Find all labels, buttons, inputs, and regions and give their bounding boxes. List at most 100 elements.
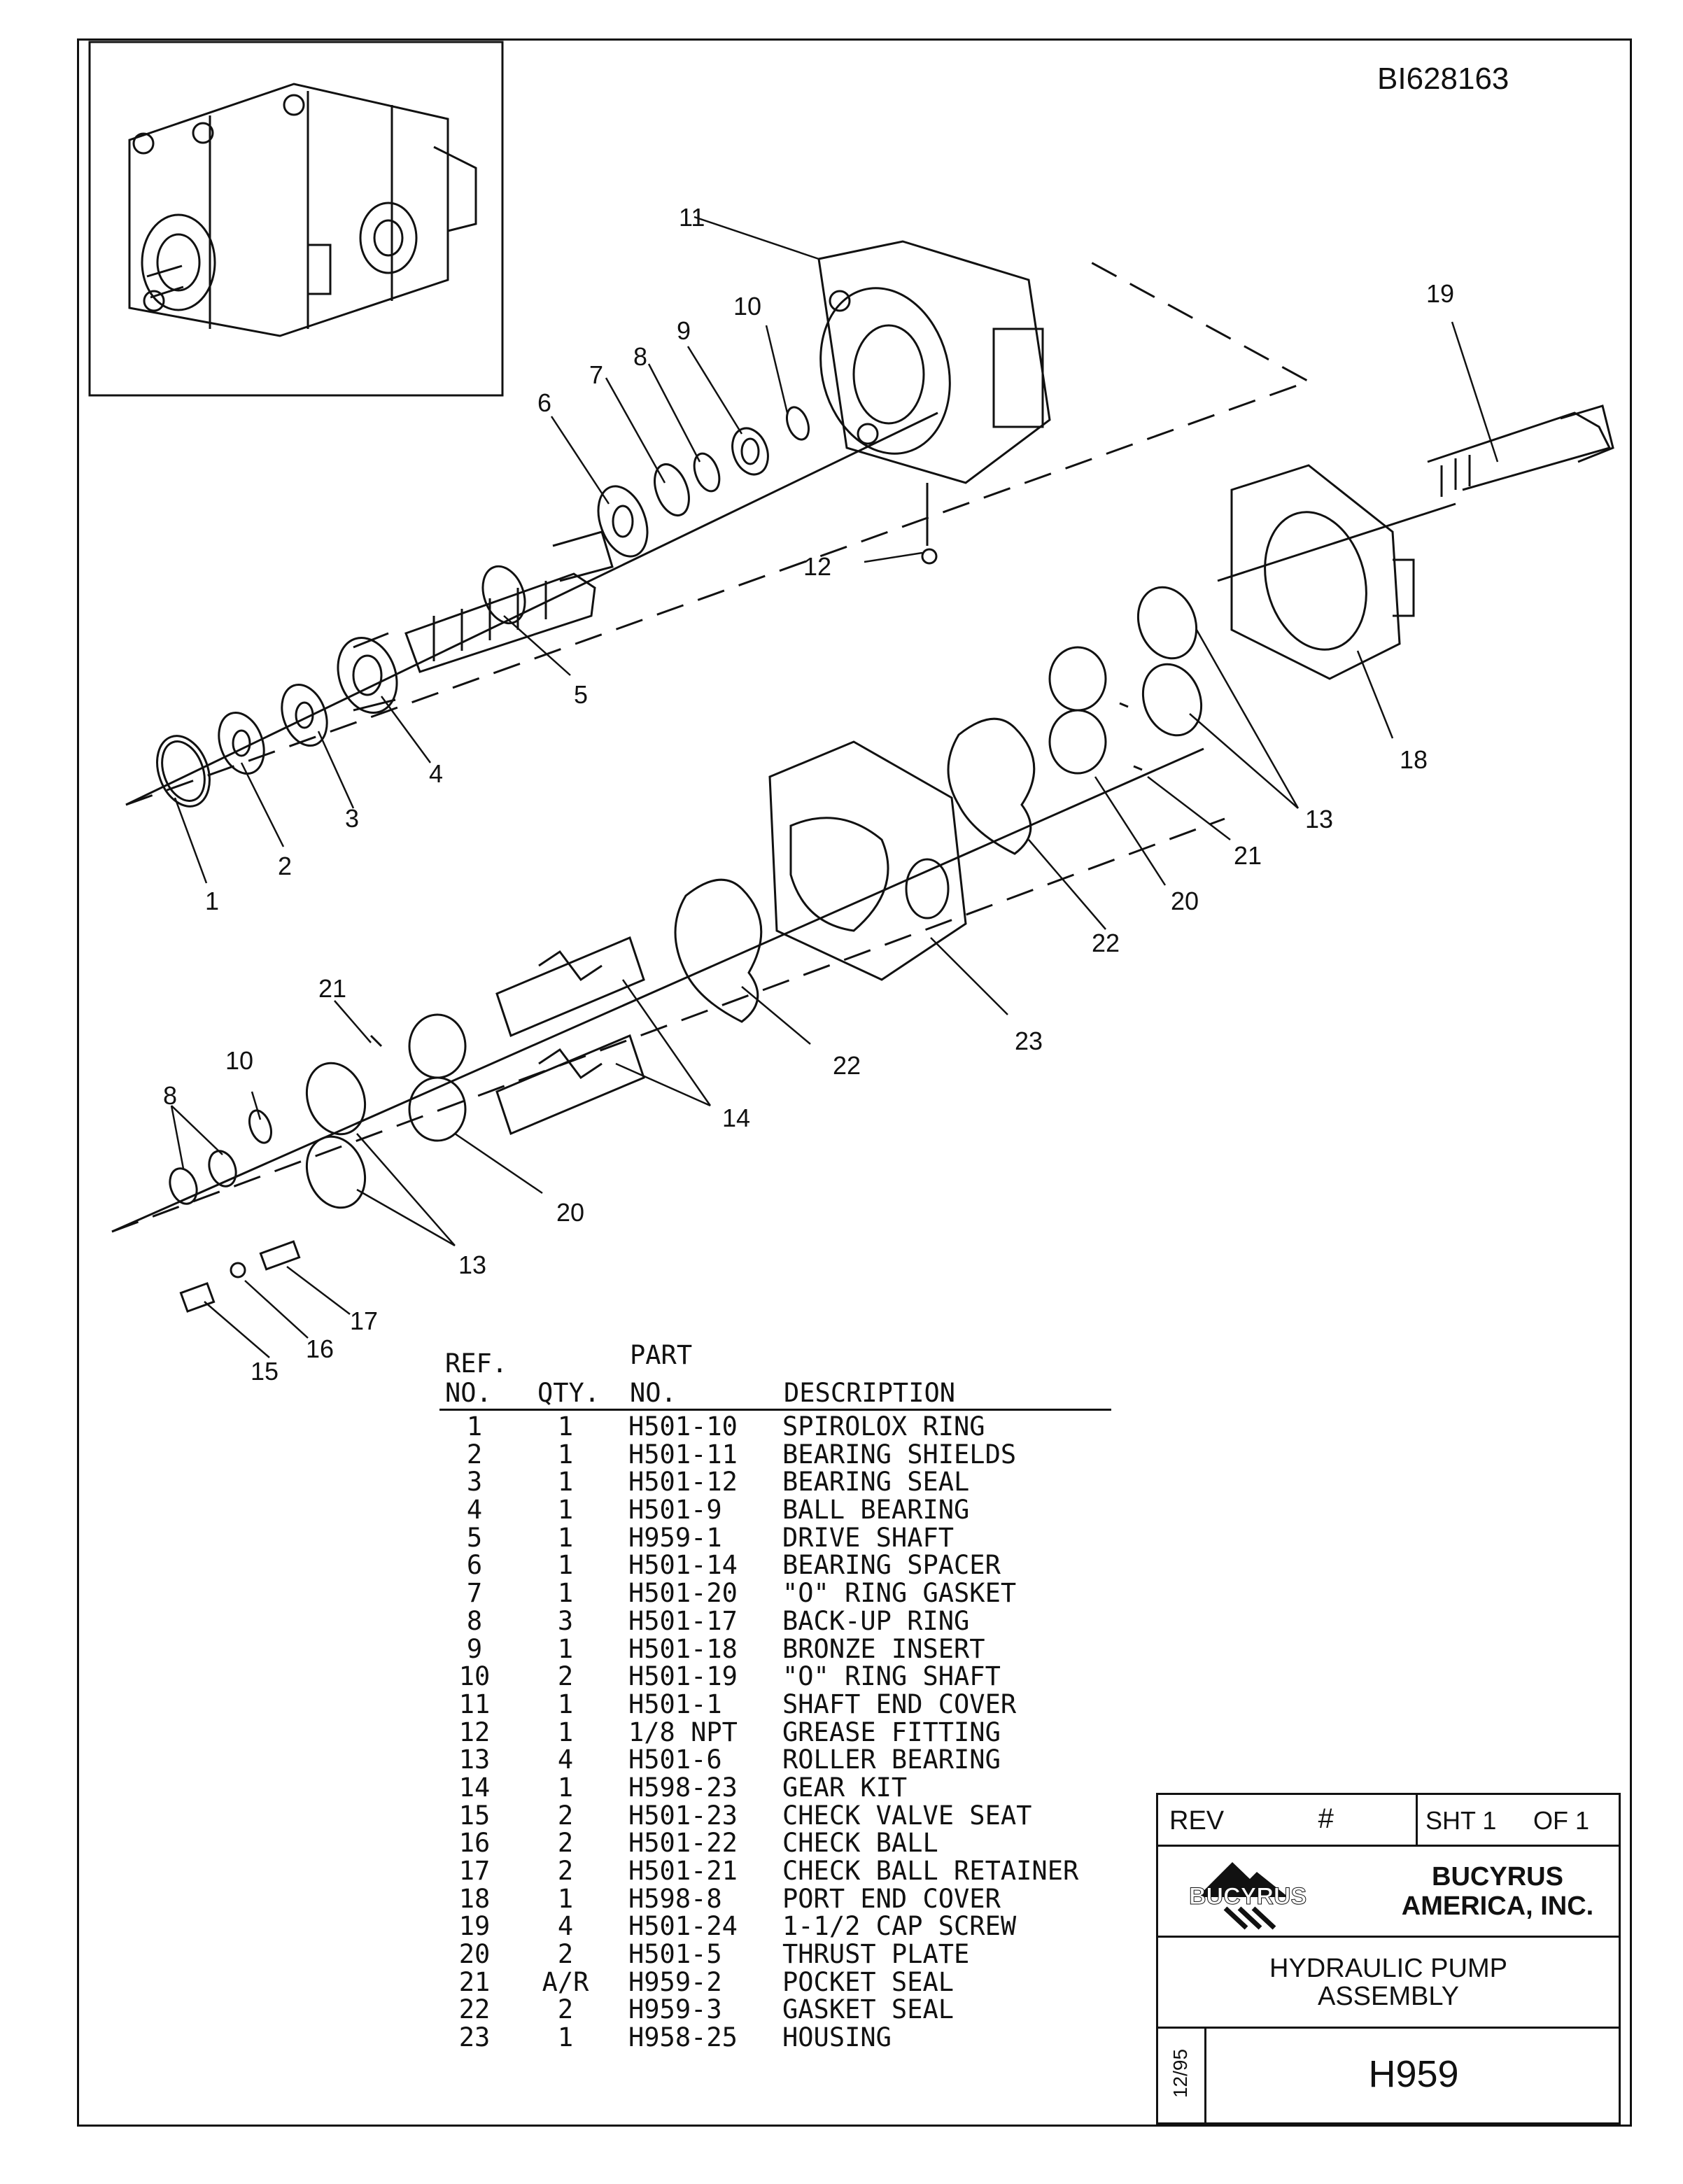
qty-cell: 1 bbox=[557, 1439, 574, 1470]
part-no-cell: H959-3 bbox=[628, 1994, 722, 2025]
callout-8-lower: 8 bbox=[163, 1081, 177, 1110]
part-9-bronze-insert bbox=[731, 427, 769, 476]
callout-20-lower: 20 bbox=[556, 1198, 584, 1227]
callout-11: 11 bbox=[679, 203, 705, 232]
qty-cell: 2 bbox=[557, 1994, 574, 2025]
callout-4: 4 bbox=[429, 759, 443, 788]
drawing-title: HYDRAULIC PUMP ASSEMBLY bbox=[1158, 1954, 1619, 2010]
part-8-back-up-rings-lower bbox=[169, 1150, 237, 1205]
rev-symbol: # bbox=[1318, 1803, 1334, 1834]
company-line1: BUCYRUS bbox=[1432, 1862, 1563, 1891]
parts-list-header: REF. NO. QTY. PART NO. DESCRIPTION bbox=[439, 1340, 1118, 1408]
title-block-company-row: BUCYRUS BUCYRUS AMERICA, INC. bbox=[1158, 1847, 1619, 1938]
bucyrus-logo: BUCYRUS bbox=[1189, 1862, 1307, 1930]
part-5-drive-shaft bbox=[404, 530, 614, 673]
qty-cell: 4 bbox=[557, 1911, 574, 1942]
part-20-thrust-plate-lower bbox=[408, 1013, 467, 1142]
company-line2: AMERICA, INC. bbox=[1401, 1891, 1594, 1921]
description-cell: DRIVE SHAFT bbox=[782, 1522, 955, 1553]
part-no-cell: H959-1 bbox=[628, 1522, 722, 1553]
description-cell: ROLLER BEARING bbox=[782, 1745, 1001, 1775]
part-13-roller-bearings-lower bbox=[305, 1062, 367, 1209]
ref-cell: 12 bbox=[458, 1717, 491, 1747]
description-cell: GREASE FITTING bbox=[782, 1717, 1001, 1747]
callout-6: 6 bbox=[537, 388, 551, 417]
callout-9: 9 bbox=[677, 316, 691, 345]
qty-cell: 1 bbox=[557, 1467, 574, 1498]
callout-17: 17 bbox=[350, 1306, 378, 1335]
part-12-grease-fitting bbox=[921, 483, 938, 565]
ref-cell: 6 bbox=[466, 1550, 483, 1581]
callout-2: 2 bbox=[278, 852, 292, 880]
header-qty: QTY. bbox=[537, 1378, 600, 1408]
ref-cell: 19 bbox=[458, 1911, 491, 1942]
ref-cell: 8 bbox=[466, 1605, 483, 1636]
qty-cell: 2 bbox=[557, 1828, 574, 1859]
qty-cell: 1 bbox=[557, 1633, 574, 1664]
part-no-cell: H501-20 bbox=[628, 1578, 738, 1609]
ref-cell: 3 bbox=[466, 1467, 483, 1498]
part-20-thrust-plate-upper bbox=[1048, 646, 1107, 775]
description-cell: "O" RING GASKET bbox=[782, 1578, 1017, 1609]
qty-cell: 1 bbox=[557, 1578, 574, 1609]
description-cell: SPIROLOX RING bbox=[782, 1411, 985, 1442]
ref-cell: 21 bbox=[458, 1966, 491, 1997]
callout-13-lower: 13 bbox=[458, 1250, 486, 1279]
of-label: OF 1 bbox=[1533, 1806, 1590, 1835]
assembly-dashed-outline bbox=[111, 258, 1311, 1233]
callout-20: 20 bbox=[1171, 887, 1199, 915]
description-cell: GEAR KIT bbox=[782, 1772, 908, 1803]
part-2-bearing-shields bbox=[218, 711, 265, 775]
title-block-title-row: HYDRAULIC PUMP ASSEMBLY bbox=[1158, 1938, 1619, 2029]
qty-cell: 1 bbox=[557, 1883, 574, 1914]
callout-18: 18 bbox=[1400, 745, 1428, 774]
description-cell: BRONZE INSERT bbox=[782, 1633, 985, 1664]
ref-cell: 13 bbox=[458, 1745, 491, 1775]
header-description: DESCRIPTION bbox=[784, 1378, 956, 1408]
ref-cell: 14 bbox=[458, 1772, 491, 1803]
part-no-cell: H501-1 bbox=[628, 1689, 722, 1719]
part-no-cell: H958-25 bbox=[628, 2022, 738, 2053]
ref-cell: 18 bbox=[458, 1883, 491, 1914]
assembled-pump-sketch bbox=[128, 83, 477, 337]
header-rule bbox=[439, 1409, 1111, 1411]
title-line2: ASSEMBLY bbox=[1317, 1982, 1460, 2011]
part-no-cell: H598-23 bbox=[628, 1772, 738, 1803]
header-part-line1: PART bbox=[630, 1340, 693, 1370]
part-4-ball-bearing bbox=[337, 632, 398, 714]
callout-10-lower: 10 bbox=[225, 1046, 253, 1075]
upper-centerline bbox=[125, 411, 938, 806]
description-cell: GASKET SEAL bbox=[782, 1994, 955, 2025]
part-no-cell: H501-18 bbox=[628, 1633, 738, 1664]
qty-cell: 1 bbox=[557, 1411, 574, 1442]
description-cell: CHECK BALL RETAINER bbox=[782, 1856, 1079, 1886]
part-no-cell: H501-11 bbox=[628, 1439, 738, 1470]
part-no-cell: H501-21 bbox=[628, 1856, 738, 1886]
ref-cell: 23 bbox=[458, 2022, 491, 2053]
ref-cell: 17 bbox=[458, 1856, 491, 1886]
part-10-o-ring-shaft bbox=[785, 406, 810, 441]
qty-cell: 2 bbox=[557, 1661, 574, 1692]
part-19-cap-screw bbox=[1427, 404, 1614, 497]
callout-14: 14 bbox=[722, 1104, 750, 1132]
ref-cell: 1 bbox=[466, 1411, 483, 1442]
callout-21: 21 bbox=[1234, 841, 1262, 870]
rev-label: REV bbox=[1169, 1806, 1225, 1836]
leader-lines bbox=[170, 216, 1499, 1358]
part-6-bearing-spacer bbox=[597, 485, 649, 558]
header-ref-line1: REF. bbox=[445, 1348, 508, 1379]
logo-text: BUCYRUS bbox=[1189, 1883, 1307, 1910]
rev-divider bbox=[1416, 1795, 1418, 1845]
part-13-roller-bearings-upper bbox=[1136, 586, 1203, 737]
callout-10: 10 bbox=[733, 292, 761, 320]
part-22-gasket-seal-upper bbox=[947, 717, 1036, 855]
description-cell: BEARING SHIELDS bbox=[782, 1439, 1017, 1470]
parts-15-16-17-check-valve bbox=[179, 1240, 301, 1313]
description-cell: SHAFT END COVER bbox=[782, 1689, 1017, 1719]
callout-labels: 1 2 3 4 5 6 7 8 9 10 11 12 13 14 15 16 1… bbox=[163, 203, 1454, 1386]
callout-22: 22 bbox=[1092, 929, 1120, 957]
ref-cell: 2 bbox=[466, 1439, 483, 1470]
part-no-cell: H598-8 bbox=[628, 1883, 722, 1914]
description-cell: PORT END COVER bbox=[782, 1883, 1001, 1914]
